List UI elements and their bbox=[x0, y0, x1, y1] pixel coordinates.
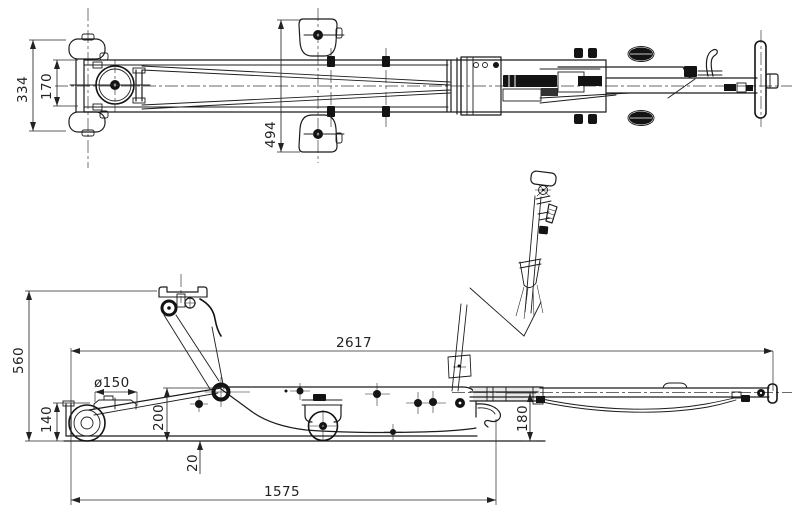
handle-plan bbox=[539, 40, 779, 119]
side-view bbox=[62, 170, 792, 442]
release-lever-plan bbox=[705, 48, 718, 77]
dim-chassis-length: 1575 bbox=[71, 419, 497, 505]
dim-label: 200 bbox=[151, 404, 167, 431]
lift-saddle-plan bbox=[69, 65, 151, 105]
dim-ground-clearance: 20 bbox=[185, 441, 203, 474]
dim-label: 1575 bbox=[264, 484, 300, 500]
dim-chassis-height: 200 bbox=[151, 387, 220, 441]
rear-caster-side bbox=[301, 394, 343, 442]
dim-overall-width: 334 bbox=[15, 39, 66, 132]
t-handle-bar bbox=[754, 40, 767, 119]
dim-frame-width: 170 bbox=[39, 59, 78, 107]
dim-overall-length: 2617 bbox=[70, 335, 774, 505]
break-line bbox=[469, 287, 542, 337]
rear-casters-plan bbox=[298, 18, 345, 153]
release-lever-side bbox=[545, 203, 558, 224]
dim-label: 334 bbox=[15, 76, 31, 103]
dim-label: 170 bbox=[39, 73, 55, 100]
dim-label: 20 bbox=[185, 454, 201, 472]
frame-plan bbox=[75, 56, 607, 117]
dim-label: 140 bbox=[39, 406, 55, 433]
handle-raised bbox=[447, 170, 558, 392]
release-pedal bbox=[475, 403, 501, 428]
handle-grip bbox=[530, 170, 557, 187]
chassis-side bbox=[62, 377, 541, 440]
dim-label: 2617 bbox=[336, 335, 372, 351]
top-view bbox=[55, 8, 792, 168]
dim-wheel-diameter: ø150 bbox=[94, 375, 138, 406]
dimensions: 334 170 494 560 140 ø150 bbox=[11, 19, 774, 505]
dim-label: ø150 bbox=[94, 375, 130, 391]
dim-label: 560 bbox=[11, 347, 27, 374]
dim-handle-height: 180 bbox=[506, 392, 536, 442]
bolt-crosshairs bbox=[284, 383, 446, 440]
lift-arm-raised bbox=[163, 314, 225, 390]
dim-label: 494 bbox=[263, 121, 279, 148]
t-handle-end bbox=[767, 383, 778, 404]
dim-max-height: 560 bbox=[11, 290, 157, 442]
handle-horizontal bbox=[452, 382, 792, 413]
dim-caster-span: 494 bbox=[263, 19, 300, 153]
dim-label: 180 bbox=[515, 405, 531, 432]
dim-min-height: 140 bbox=[39, 402, 90, 441]
pump-assembly-plan bbox=[446, 46, 655, 126]
hydraulic-hose bbox=[541, 397, 735, 410]
saddle-side bbox=[158, 274, 222, 337]
